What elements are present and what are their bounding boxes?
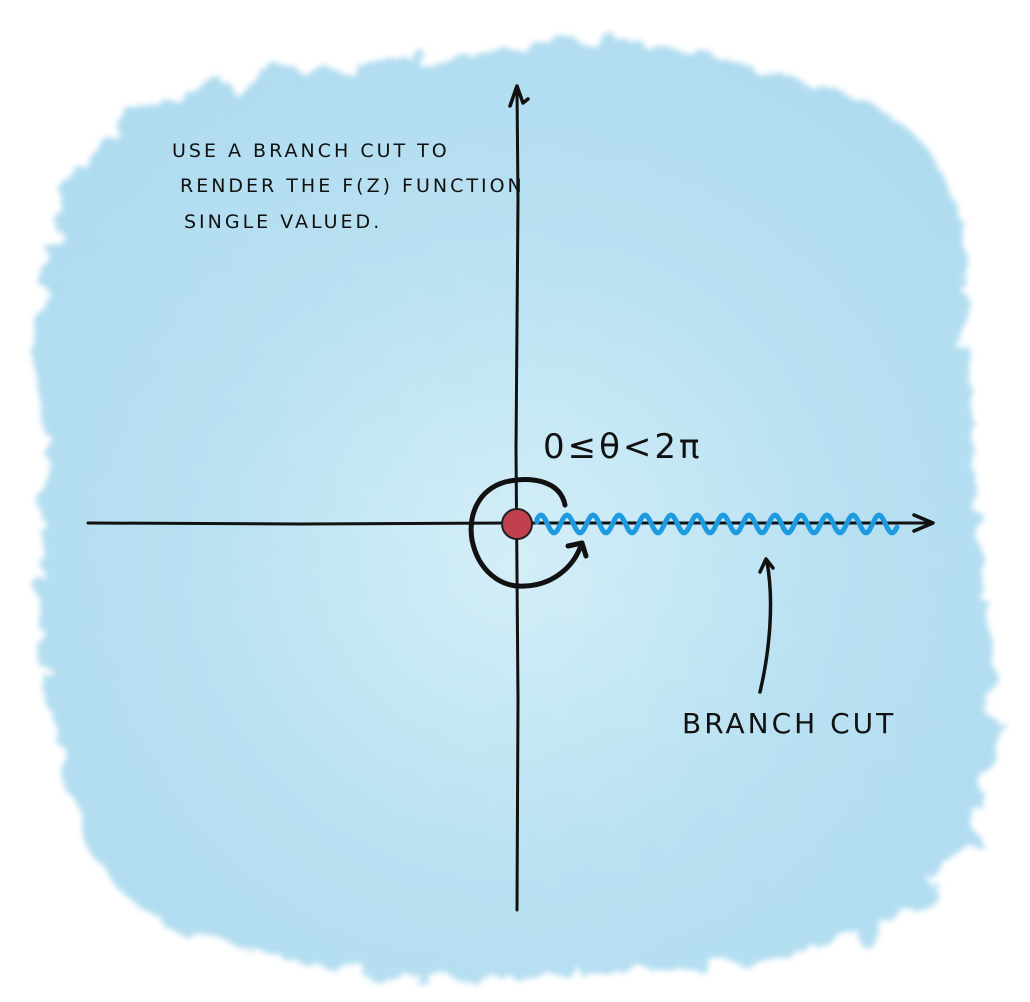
note-line-3: SINGLE VALUED. <box>184 211 382 233</box>
pointer-arrowhead-icon <box>758 557 775 574</box>
rotation-arrow <box>468 477 589 589</box>
note-line-1: USE A BRANCH CUT TO <box>172 140 450 162</box>
angle-range-label: 0≤θ<2π <box>543 427 703 467</box>
branch-cut-line <box>534 512 900 536</box>
branch-point <box>501 508 533 540</box>
branch-cut-label: BRANCH CUT <box>682 707 896 740</box>
rotation-arrowhead-icon <box>565 540 589 559</box>
note-line-2: RENDER THE f(z) FUNCTION <box>180 175 525 197</box>
imaginary-axis <box>508 84 530 912</box>
explanation-note: USE A BRANCH CUT TO RENDER THE f(z) FUNC… <box>172 140 525 233</box>
imaginary-axis-arrowhead-icon <box>508 84 530 108</box>
branch-cut-pointer-arrow <box>758 557 775 694</box>
real-axis-arrowhead-icon <box>912 513 935 533</box>
